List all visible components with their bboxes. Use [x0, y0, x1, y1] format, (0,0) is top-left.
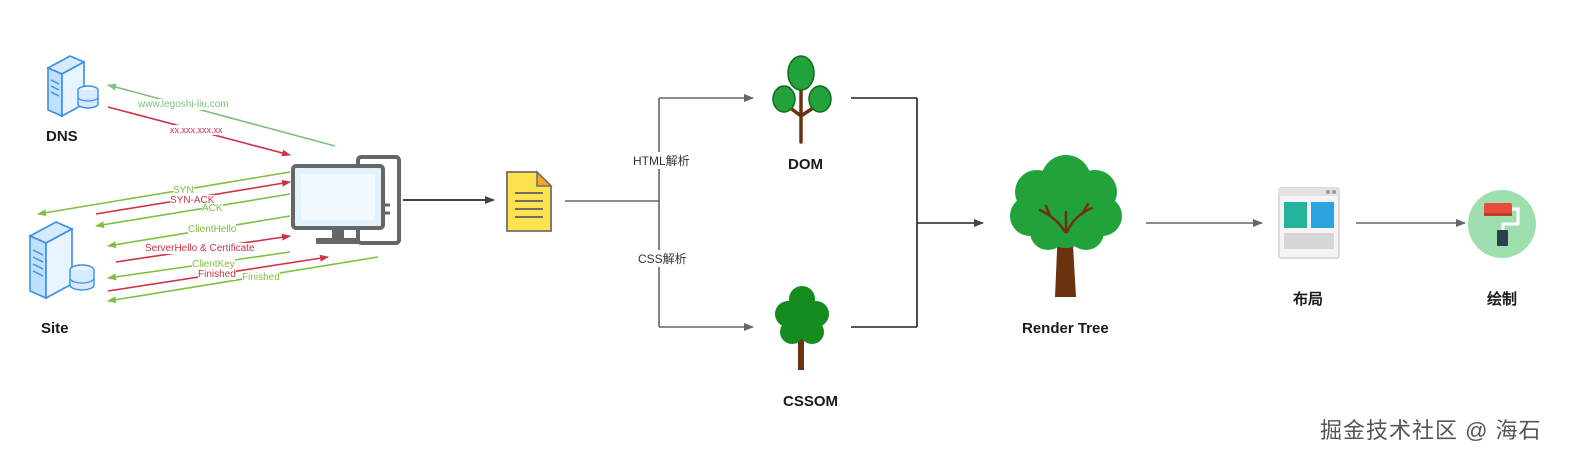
parse-connector — [565, 94, 754, 331]
syn-ack-label: SYN-ACK — [170, 195, 215, 206]
site-server-icon — [28, 221, 95, 300]
paint-label: 绘制 — [1487, 291, 1518, 308]
site-label: Site — [41, 320, 69, 337]
ack-label: ACK — [202, 203, 223, 214]
layout-icon — [1278, 187, 1340, 259]
dns-answer-label: xx.xxx.xxx.xx — [170, 125, 223, 135]
dns-server-icon — [46, 55, 99, 118]
ack-arrow — [95, 193, 291, 229]
cssom-tree-icon — [775, 286, 829, 370]
document-icon — [506, 170, 553, 232]
css-parse-label: CSS解析 — [636, 250, 689, 267]
render-tree-icon — [1010, 155, 1122, 297]
paint-roller-icon — [1468, 190, 1536, 258]
client-key-label: ClientKey — [192, 259, 235, 270]
computer-icon — [291, 155, 401, 245]
finished-client-label: Finished — [242, 272, 280, 283]
dns-query-arrow — [107, 83, 336, 147]
cssom-label: CSSOM — [783, 393, 839, 410]
syn-arrow — [37, 171, 291, 217]
render-tree-label: Render Tree — [1022, 320, 1109, 337]
html-parse-label: HTML解析 — [631, 152, 692, 169]
watermark: 掘金技术社区 @ 海石 — [1320, 418, 1542, 443]
server-hello-label: ServerHello & Certificate — [145, 243, 255, 254]
syn-label: SYN — [173, 185, 194, 196]
dom-tree-icon — [772, 55, 832, 144]
client-hello-label: ClientHello — [188, 224, 237, 235]
dns-query-label: www.legoshi-liu.com — [138, 99, 229, 110]
layout-label: 布局 — [1293, 291, 1324, 308]
dom-label: DOM — [788, 156, 823, 173]
finished-server-label: Finished — [198, 269, 236, 280]
merge-connector — [851, 97, 984, 328]
dns-label: DNS — [46, 128, 78, 145]
